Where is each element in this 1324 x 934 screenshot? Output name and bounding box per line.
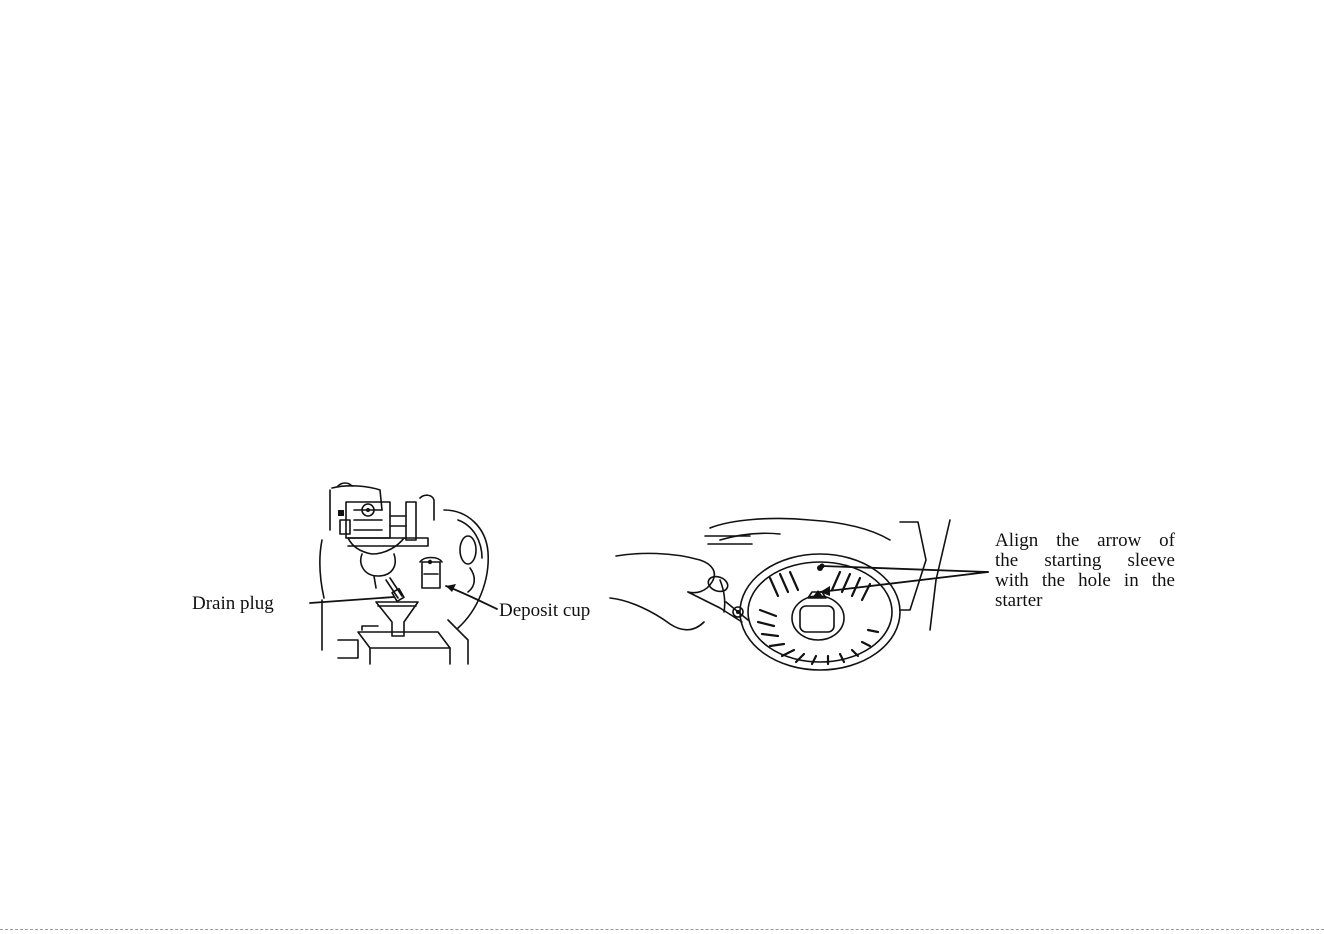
instruction-line-4: starter [995,591,1175,611]
align-arrow-instruction: Align the arrow of the starting sleeve w… [995,531,1175,611]
carburetor-drain-illustration [318,480,498,665]
instruction-line-3: with the hole in the [995,571,1175,591]
deposit-cup-label: Deposit cup [499,601,590,620]
instruction-line-2: the starting sleeve [995,551,1175,571]
recoil-starter-illustration [600,500,970,690]
page-bottom-divider [0,929,1324,930]
drain-plug-label: Drain plug [192,594,274,613]
instruction-line-1: Align the arrow of [995,531,1175,551]
